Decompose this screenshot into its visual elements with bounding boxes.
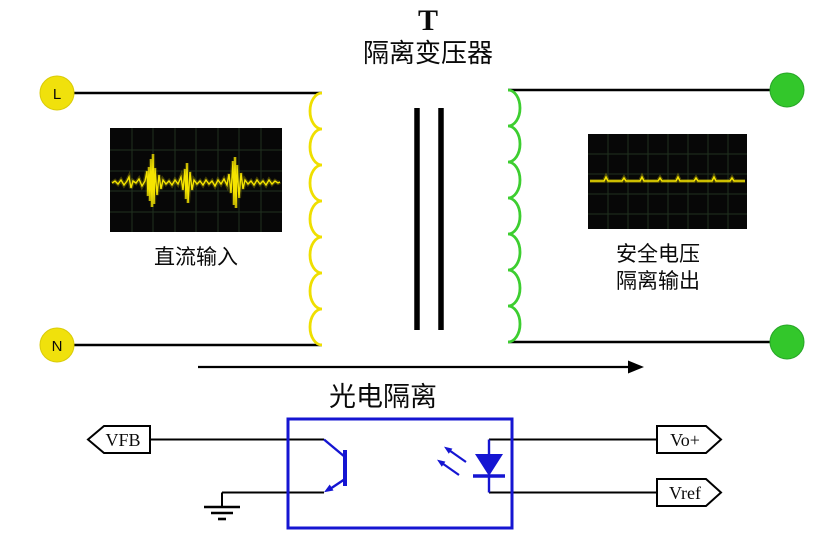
led-symbol bbox=[473, 439, 505, 493]
output-terminal-bottom bbox=[769, 324, 805, 360]
vo-plus-label: Vo+ bbox=[670, 430, 700, 450]
vref-tag-shape bbox=[656, 478, 723, 507]
optocoupler-box bbox=[286, 417, 514, 530]
light-arrowhead-1 bbox=[444, 446, 453, 454]
opto-isolation-section: 光电隔离 bbox=[86, 382, 723, 530]
flow-arrowhead bbox=[628, 360, 644, 374]
led-triangle bbox=[475, 454, 503, 476]
vref-tag: Vref bbox=[656, 478, 723, 507]
transformer-symbol-label: T bbox=[418, 4, 438, 37]
vfb-tag: VFB bbox=[86, 425, 151, 454]
input-caption: 直流输入 bbox=[154, 246, 238, 269]
opto-label: 光电隔离 bbox=[329, 382, 437, 412]
ground-symbol bbox=[204, 492, 240, 521]
output-scope-image bbox=[588, 134, 747, 229]
terminal-n bbox=[39, 327, 75, 363]
vfb-label: VFB bbox=[105, 430, 140, 450]
transformer-name-label: 隔离变压器 bbox=[363, 38, 493, 68]
flow-arrow bbox=[198, 360, 644, 374]
output-scope-trace bbox=[590, 172, 745, 183]
emitter-arrowhead bbox=[324, 484, 334, 493]
light-emission-arrows bbox=[437, 446, 467, 476]
secondary-coil bbox=[507, 88, 522, 344]
vfb-tag-shape bbox=[86, 425, 151, 454]
input-scope-image bbox=[110, 128, 282, 232]
vo-plus-tag: Vo+ bbox=[656, 425, 723, 454]
vo-plus-tag-shape bbox=[656, 425, 723, 454]
transformer-section: T 隔离变压器 L N bbox=[39, 4, 805, 363]
vref-label: Vref bbox=[669, 483, 701, 503]
phototransistor-symbol bbox=[323, 438, 347, 493]
output-caption-line2: 隔离输出 bbox=[616, 270, 700, 293]
input-scope-trace bbox=[110, 153, 281, 209]
output-terminal-top bbox=[769, 72, 805, 108]
output-caption-line1: 安全电压 bbox=[616, 243, 700, 266]
terminal-l-label: L bbox=[53, 86, 61, 103]
primary-coil bbox=[308, 91, 323, 347]
terminal-n-label: N bbox=[52, 338, 63, 355]
terminal-l bbox=[39, 75, 75, 111]
light-arrowhead-2 bbox=[437, 459, 446, 467]
